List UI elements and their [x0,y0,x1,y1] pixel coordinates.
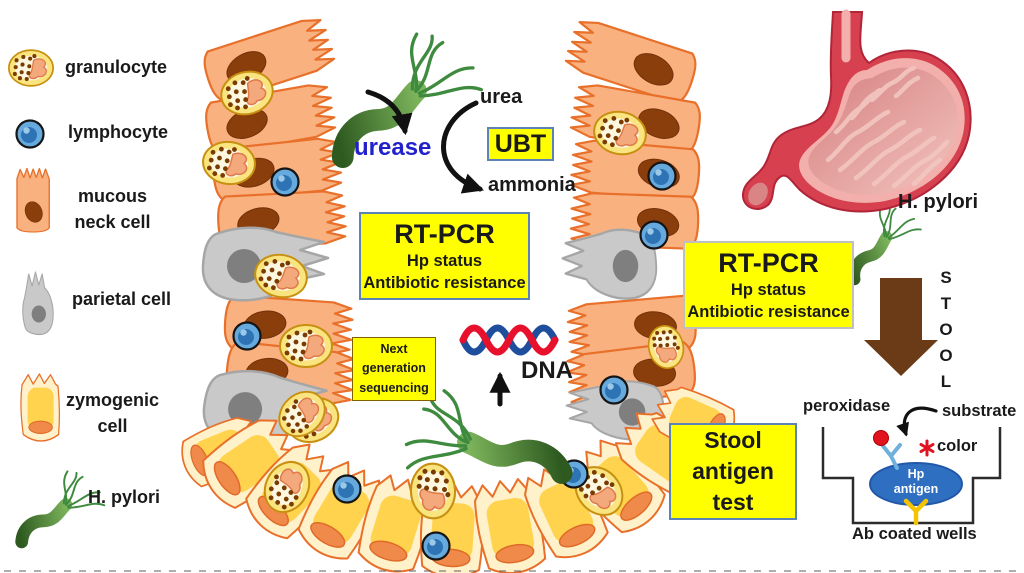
legend-label-lymphocyte: lymphocyte [68,122,169,142]
rt-pcr-title: RT-PCR [394,218,495,249]
rt-pcr-box-right: RT-PCR Hp status Antibiotic resistance [683,241,854,329]
substrate-label: substrate [942,402,1017,420]
capture-antibody-icon [903,498,929,526]
ab-coated-wells-label: Ab coated wells [852,525,977,543]
dna-label: DNA [521,357,573,384]
rt-pcr-title: RT-PCR [718,247,819,278]
stool-arrow [864,278,938,376]
rt-pcr-antibiotic-resistance: Antibiotic resistance [363,273,526,292]
ngs-box: Next generation sequencing [352,337,436,401]
stomach-illustration [741,9,972,213]
legend-label-zymogenic-cell: zymogenic cell [65,390,160,437]
peroxidase-icon [873,430,889,446]
stomach-rugae [825,65,950,189]
urea-label: urea [480,86,523,108]
legend-label-parietal-cell: parietal cell [72,289,172,309]
urease-label: urease [354,134,432,161]
color-burst-icon [919,439,935,457]
rt-pcr-hp-status: Hp status [406,252,483,271]
parietal-cell-icon [22,271,54,336]
stool-antigen-test-box: Stool antigen test [669,423,797,520]
mucous-neck-cell-icon [16,167,50,233]
h-pylori-label-right: H. pylori [898,191,979,213]
ubt-box: UBT [487,127,554,161]
rt-pcr-hp-status: Hp status [730,281,807,300]
legend-label-granulocyte: granulocyte [65,57,168,77]
ammonia-label: ammonia [488,174,576,196]
lymphocyte-icon [15,119,45,149]
elisa-well-diagram [821,406,1002,526]
detection-antibody-icon [881,443,902,470]
granulocyte-icon [8,49,54,87]
hp-antigen-blob [869,462,963,506]
stool-vertical-label: S T O O L [939,268,953,391]
substrate-arrow [896,406,938,437]
rt-pcr-box-center: RT-PCR Hp status Antibiotic resistance [359,212,530,300]
legend-label-mucous-neck-cell: mucous neck cell [74,186,151,233]
legend-label-h-pylori: H. pylori [88,487,161,507]
dna-helix [459,324,559,407]
peroxidase-label: peroxidase [803,397,891,415]
color-label: color [937,437,978,455]
hp-antigen-label: Hp antigen [893,467,939,496]
reaction-arrows [365,89,484,194]
zymogenic-cell-icon [20,373,61,442]
rt-pcr-antibiotic-resistance: Antibiotic resistance [687,302,850,321]
